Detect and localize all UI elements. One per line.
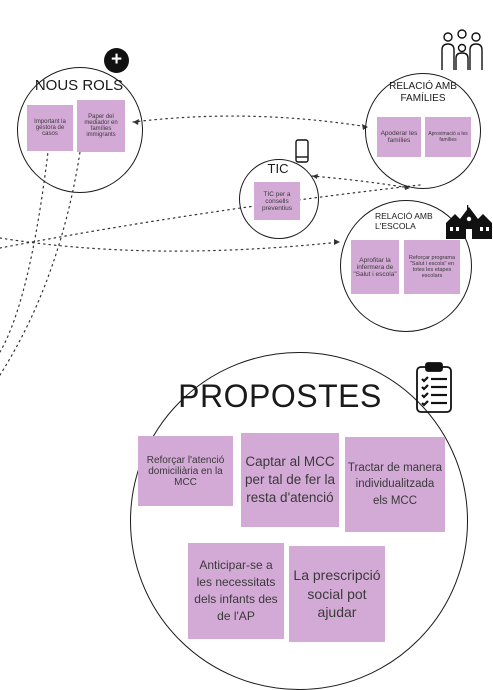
connector-left-families	[0, 184, 421, 249]
relacio-escola-circle	[340, 200, 472, 332]
sticky-note: Apoderar les famílies	[377, 117, 421, 157]
sticky-note: Paper del mediador en famílies immigrant…	[77, 100, 125, 152]
propostes-title: PROPOSTES	[178, 378, 382, 414]
arrowhead-tic	[312, 174, 318, 179]
school-icon	[446, 205, 492, 241]
sticky-note: Reforçar l'atenció domiciliària en la MC…	[138, 436, 233, 506]
sticky-note: La prescripció social pot ajudar	[289, 546, 385, 642]
family-icon	[440, 28, 484, 72]
connector-tic-families	[311, 175, 411, 189]
nous-rols-title: NOUS ROLS	[34, 77, 124, 94]
relacio-escola-title: RELACIÓ AMB L'ESCOLA	[375, 211, 433, 231]
sticky-note: Aproximació a les famílies	[425, 117, 471, 157]
connector-left-rols-1	[0, 151, 49, 353]
relacio-families-title: RELACIÓ AMB FAMÍLIES	[389, 81, 457, 104]
sticky-note: Tractar de manera individualitzada els M…	[345, 437, 445, 532]
sticky-note: Captar al MCC per tal de fer la resta d'…	[241, 433, 339, 527]
sticky-note: Important la gestora de casos	[27, 105, 73, 151]
sticky-note: TIC per a consells preventius	[254, 182, 300, 220]
sticky-note: Reforçar programa "Salut i escola" en to…	[404, 240, 460, 294]
plus-icon: +	[104, 48, 129, 73]
arrowhead-escola	[334, 239, 340, 245]
sticky-note: Anticipar-se a les necessitats dels infa…	[188, 543, 284, 639]
clipboard-checklist-icon	[414, 362, 454, 414]
connector-left-rols-2	[0, 151, 81, 376]
connector-left-escola	[0, 237, 341, 252]
connector-rols-families	[132, 115, 369, 128]
tic-circle	[239, 159, 319, 239]
relacio-families-circle	[365, 73, 481, 189]
nous-rols-circle	[17, 67, 143, 193]
sticky-note: Aprofitar la infermera de "Salut i escol…	[351, 240, 399, 294]
tic-title: TIC	[267, 161, 289, 176]
smartphone-icon	[295, 139, 309, 163]
